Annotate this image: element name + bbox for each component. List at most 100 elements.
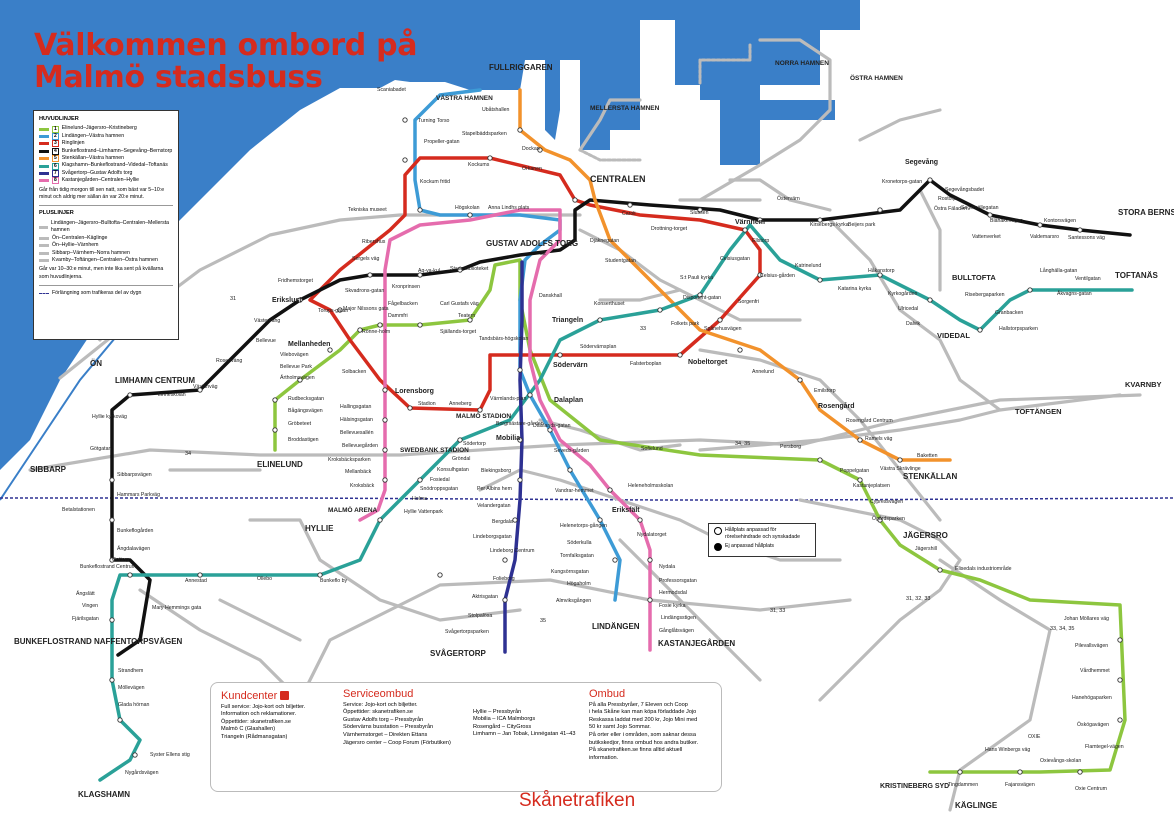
map-label: Celsius-gården [760, 272, 795, 279]
map-label: Värmlands-plan [490, 396, 526, 402]
serviceombud-line: Öppettider: skanetrafiken.se [343, 709, 413, 716]
map-label: Stapelbäddsparken [462, 131, 507, 137]
map-label: Ventilgatan [1075, 276, 1101, 282]
map-label: Djäknegatan [590, 238, 619, 244]
map-label: Propeller-gatan [424, 139, 460, 145]
legend-line-number: 7 [52, 170, 59, 178]
legend-line-text: Svågertorp–Gustav Adolfs torg [61, 169, 133, 176]
bus-stop [567, 467, 573, 473]
map-label: Aq-va-kul [418, 268, 440, 274]
bus-stop [897, 457, 903, 463]
bus-stop [697, 292, 703, 298]
legend-swatch [39, 259, 49, 263]
bus-stop [407, 405, 413, 411]
bus-stop [382, 387, 388, 393]
accessible-stop-icon [714, 527, 722, 535]
map-label: Skvadrons-gatan [345, 288, 384, 294]
map-label: Valdemarsro [1030, 234, 1059, 240]
map-label: Flamtegel-vägen [1085, 744, 1124, 750]
map-label: KLAGSHAMN [78, 790, 130, 799]
map-label: Åkvagns-gatan [1057, 290, 1092, 297]
map-label: Bellevuesallén [340, 430, 374, 436]
ombud-heading: Ombud [589, 688, 626, 700]
map-label: STORA BERNSTORP [1118, 208, 1174, 217]
map-label: Tekniska museet [348, 207, 387, 213]
bus-stop [317, 572, 323, 578]
kundcenter-line: Öppettider: skanetrafiken.se [221, 718, 291, 725]
map-label: Beijers park [848, 222, 876, 228]
bus-stop [197, 387, 203, 393]
legend-swatch [39, 172, 49, 176]
bus-stop [647, 597, 653, 603]
map-label: Södervärn [553, 362, 588, 369]
kundcenter-line: Malmö C (Glashallen) [221, 726, 276, 733]
map-label: Fjärilsgatan [72, 616, 99, 622]
map-label: Linnéskolan [158, 392, 186, 398]
legend-line-text: Kastanjegården–Centralen–Hyllie [61, 177, 140, 184]
ombud-section: Ombud På alla Pressbyråer, 7 Eleven och … [589, 688, 715, 762]
map-label: Mobilia [496, 435, 520, 442]
map-label: Solbacken [342, 369, 366, 375]
legend-plus-line: Lindängen–Jägersro–Bulltofta–Centralen–M… [39, 220, 173, 235]
bus-stop [657, 307, 663, 313]
map-label: Hyllie kyrkoväg [92, 414, 127, 420]
bus-stop [197, 572, 203, 578]
ombud-line: På alla Pressbyråer, 7 Eleven och Coop [589, 701, 688, 708]
map-label: 34, 35 [735, 441, 750, 447]
map-label: Oxievångs-skolan [1040, 757, 1081, 764]
map-label: Högaholm [567, 581, 591, 587]
map-label: Seveds-gården [554, 447, 589, 454]
map-label: Kockum fritid [420, 179, 450, 185]
legend-line-number: 2 [52, 133, 59, 141]
map-label: KÄGLINGE [955, 801, 998, 810]
plus-line-path [598, 288, 682, 302]
map-label: ÖSTRA HAMNEN [850, 73, 903, 82]
map-label: Lindeborgsgatan [473, 534, 512, 540]
bus-stop [547, 427, 553, 433]
bus-stop [417, 322, 423, 328]
map-label: Folkets park [671, 321, 700, 327]
inaccessible-stop-icon [714, 543, 722, 551]
legend-plus-lines: Lindängen–Jägersro–Bulltofta–Centralen–M… [39, 220, 173, 264]
map-label: Kockums [468, 162, 490, 168]
map-label: Studentgatan [605, 258, 636, 264]
map-label: Vingen [82, 603, 98, 609]
map-label: Tornfalksgatan [560, 553, 594, 559]
map-label: Sergels väg [352, 256, 380, 262]
bus-stop [467, 212, 473, 218]
extension-border [0, 497, 1174, 501]
bus-stop [737, 347, 743, 353]
map-label: Konserthuset [594, 301, 625, 307]
legend-plus-text: Ön–Centralen–Käglinge [52, 234, 108, 241]
bus-stop [717, 317, 723, 323]
bus-stop [417, 207, 423, 213]
map-label: Per Albins hem [477, 486, 512, 492]
bus-stop [382, 417, 388, 423]
plus-line-path [918, 188, 942, 292]
map-label: Katrinelund [795, 263, 821, 269]
map-label: Vilebovägen [280, 352, 309, 358]
map-label: Södertorp [463, 441, 486, 447]
map-label: Folieborg [493, 576, 515, 582]
legend-swatch [39, 135, 49, 139]
map-label: Major Nilssons gata [343, 306, 389, 312]
map-label: MALMÖ ARENA [328, 505, 378, 514]
map-label: Rosengård Centrum [846, 417, 893, 424]
map-label: Anneberg [449, 401, 472, 407]
map-label: Östra Fäladen [934, 205, 967, 212]
bus-stop [402, 157, 408, 163]
serviceombud-lines: Service: Jojo-kort och biljetter.Öppetti… [343, 702, 465, 748]
serviceombud-section: Serviceombud Service: Jojo-kort och bilj… [343, 689, 593, 748]
bus-stop [502, 597, 508, 603]
map-label: Håkanstorp [868, 267, 895, 274]
map-label: 33 [640, 326, 646, 332]
map-label: Ängslätt [76, 590, 95, 597]
bus-stop [1117, 637, 1123, 643]
map-label: Hans Winbergs väg [985, 747, 1030, 753]
bus-stop [417, 272, 423, 278]
map-label: Fridhemstorget [278, 278, 313, 284]
